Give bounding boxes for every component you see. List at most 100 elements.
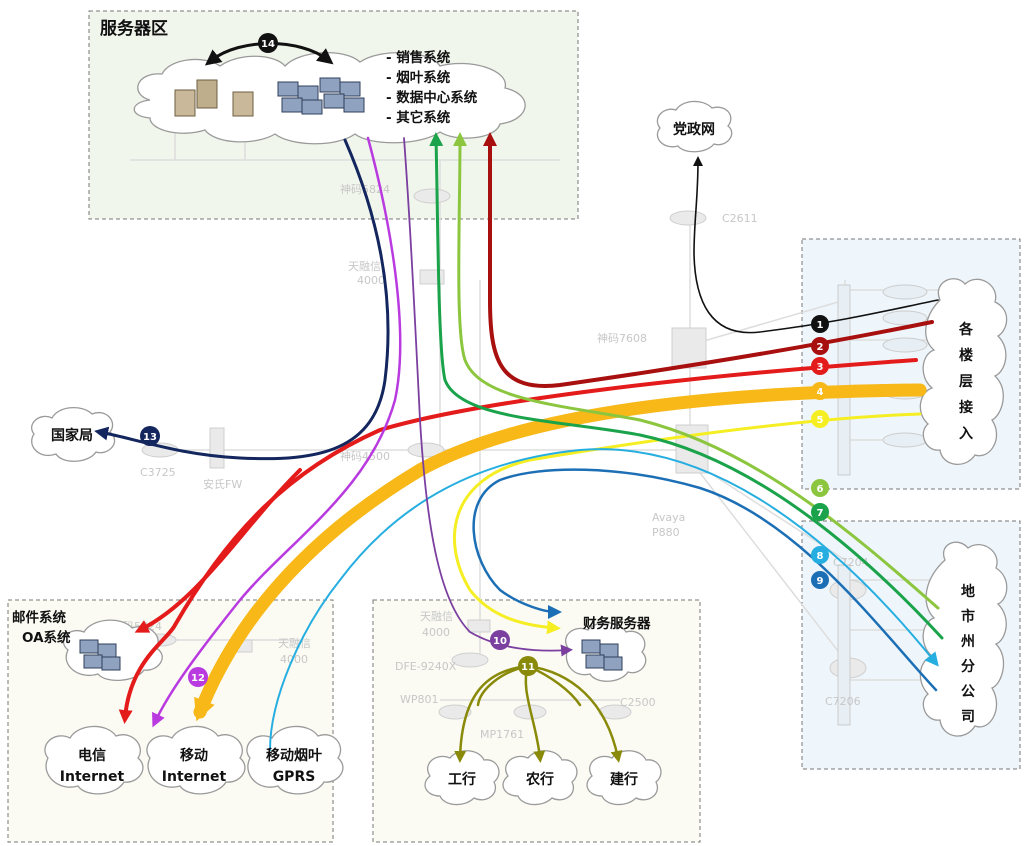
- label-avaya: Avaya: [652, 511, 685, 524]
- server-icons: [79, 77, 623, 671]
- label-c3725: C3725: [140, 466, 176, 479]
- national-label: 国家局: [51, 427, 93, 444]
- svg-text:7: 7: [817, 508, 824, 519]
- server-system-1: - 销售系统: [386, 49, 451, 66]
- icbc-cloud: [424, 750, 500, 806]
- flow-12: [152, 136, 402, 728]
- branches-label: 地 市 州 分 公 司: [960, 583, 975, 725]
- national-cloud: [31, 407, 116, 462]
- svg-text:市: 市: [961, 608, 975, 625]
- svg-text:3: 3: [817, 362, 824, 373]
- flow-badge-12: 12: [188, 667, 208, 687]
- core-switch-icon: [671, 327, 707, 369]
- svg-text:州: 州: [960, 634, 975, 650]
- mobile-label-1: 移动: [180, 747, 208, 764]
- svg-text:接: 接: [959, 399, 973, 416]
- svg-text:地: 地: [961, 583, 975, 600]
- svg-text:13: 13: [143, 432, 157, 443]
- switch-5824-icon: [413, 188, 451, 204]
- svg-text:1: 1: [817, 320, 824, 331]
- label-sw7608: 神码7608: [597, 331, 647, 345]
- flow-badge-8: 8: [811, 546, 829, 564]
- flow-6: [452, 132, 940, 610]
- finance-zone-title: 财务服务器: [582, 615, 651, 632]
- flows: [94, 42, 944, 763]
- tower-server-icon: [174, 79, 254, 117]
- branches-cloud: [919, 541, 1008, 737]
- svg-text:14: 14: [261, 39, 275, 50]
- floors-label: 各 楼 层 接 入: [958, 321, 974, 442]
- flow-badge-4: 4: [811, 382, 829, 400]
- svg-text:8: 8: [817, 551, 824, 562]
- party-cloud: [656, 100, 733, 153]
- svg-text:公: 公: [961, 684, 975, 700]
- label-avaya-model: P880: [652, 526, 680, 539]
- abc-label: 农行: [525, 771, 554, 788]
- label-tianrongxin2: 天融信: [278, 637, 311, 650]
- gprs-label-2: GPRS: [273, 769, 316, 785]
- mobile-cloud: [146, 725, 246, 795]
- label-tianrongxin1: 天融信: [348, 260, 381, 273]
- label-sw4500: 神码4500: [340, 449, 390, 463]
- mail-server-icon: [79, 639, 121, 671]
- flow-1: [692, 156, 939, 334]
- svg-text:9: 9: [817, 576, 824, 587]
- svg-text:11: 11: [521, 662, 535, 673]
- flow-5: [452, 412, 922, 635]
- finance-server-icon: [581, 639, 623, 671]
- flow-7: [429, 132, 944, 640]
- flow-11-icbc: [454, 664, 530, 763]
- telecom-label-2: Internet: [60, 769, 125, 785]
- gprs-label-1: 移动烟叶: [266, 747, 322, 764]
- flow-badge-6: 6: [811, 479, 829, 497]
- flow-badge-1: 1: [811, 315, 829, 333]
- flow-9: [472, 468, 938, 692]
- flow-badge-3: 3: [811, 357, 829, 375]
- svg-text:楼: 楼: [959, 347, 973, 364]
- label-c7206: C7206: [825, 695, 861, 708]
- abc-cloud: [502, 750, 578, 806]
- router-c2611-icon: [669, 210, 707, 226]
- flow-8: [269, 448, 939, 751]
- label-tianrongxin2-model: 4000: [280, 653, 308, 666]
- ccb-label: 建行: [610, 771, 638, 788]
- flow-3: [118, 358, 918, 724]
- telecom-label-1: 电信: [78, 747, 106, 764]
- svg-text:入: 入: [959, 426, 973, 442]
- svg-text:层: 层: [959, 374, 973, 390]
- label-tianrongxin3-model: 4000: [422, 626, 450, 639]
- svg-text:10: 10: [493, 636, 507, 647]
- firewall-an-icon: [209, 427, 225, 469]
- flow-2: [483, 132, 934, 388]
- flow-badge-11: 11: [518, 656, 538, 676]
- switch-4500-icon: [407, 442, 445, 458]
- flow-badge-14: 14: [258, 33, 278, 53]
- flow-badge-2: 2: [811, 337, 829, 355]
- label-anfw: 安氏FW: [203, 477, 242, 491]
- svg-text:2: 2: [817, 342, 824, 353]
- label-c2500: C2500: [620, 696, 656, 709]
- flow-11-ccb: [526, 664, 623, 763]
- firewall-finance-icon: [467, 619, 491, 633]
- flow-4: [193, 383, 927, 722]
- svg-text:分: 分: [961, 659, 975, 675]
- label-wp801: WP801: [400, 693, 439, 706]
- flow-badges: 1 2 3 4 5 6 7 8 9 10 11 12 13 14: [140, 33, 829, 687]
- flow-badge-5: 5: [811, 410, 829, 428]
- label-tianrongxin1-model: 4000: [357, 274, 385, 287]
- svg-text:12: 12: [191, 673, 205, 684]
- svg-text:司: 司: [961, 709, 975, 725]
- rack-server-icon: [277, 77, 365, 115]
- server-zone-title: 服务器区: [100, 18, 168, 39]
- router-wp801-icon: [438, 704, 472, 720]
- telecom-cloud: [44, 725, 144, 795]
- flow-badge-7: 7: [811, 503, 829, 521]
- party-label: 党政网: [673, 121, 715, 138]
- server-system-3: - 数据中心系统: [386, 89, 478, 106]
- flow-3-mail: [134, 468, 302, 633]
- floors-cloud: [919, 278, 1008, 465]
- firewall-icon: [419, 269, 445, 285]
- svg-text:4: 4: [817, 387, 824, 398]
- svg-text:各: 各: [958, 321, 974, 338]
